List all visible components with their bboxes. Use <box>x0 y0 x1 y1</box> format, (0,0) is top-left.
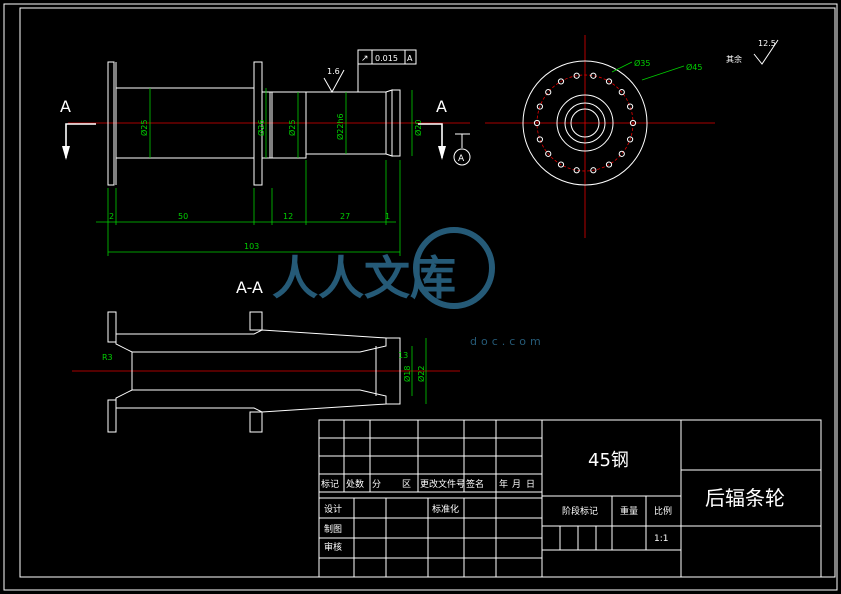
side-view: Ø35 Ø45 其余 12.5 <box>485 35 779 238</box>
watermark-sub: doc.com <box>470 335 545 348</box>
section-view: A-A R3 13 Ø18 Ø22 <box>72 278 460 433</box>
spoke-hole <box>536 103 543 110</box>
dim-len-12: 12 <box>283 212 293 221</box>
rest-roughness-icon <box>753 39 779 65</box>
dim-len-1: 1 <box>385 212 390 221</box>
datum-circle <box>453 148 471 166</box>
dim-d20-front: Ø20 <box>413 120 423 136</box>
watermark: 人人文库 doc.com <box>272 227 545 348</box>
section-title: A-A <box>236 278 263 297</box>
spoke-hole <box>533 119 541 127</box>
spoke-hole <box>590 72 597 79</box>
revision-header-row: 标记处数分 区更改文件号签名 年月日 <box>321 478 535 490</box>
stage-mark-label: 阶段标记 <box>562 505 598 517</box>
dim-d26-front: Ø26 <box>256 120 266 136</box>
dim-len-2: 2 <box>109 212 114 221</box>
dim-d18: Ø18 <box>402 366 412 382</box>
roughness-symbol-icon <box>323 69 345 94</box>
spoke-hole <box>573 167 580 174</box>
drafting-label: 制图 <box>324 523 342 535</box>
dim-d35-front: Ø25 <box>139 120 149 136</box>
front-view: Ø25 Ø26 Ø25 Ø22h6 Ø20 2 50 12 27 1 103 1… <box>60 49 471 256</box>
review-label: 审核 <box>324 541 342 553</box>
spoke-holes <box>533 72 637 174</box>
watermark-text: 人人文库 <box>272 251 456 305</box>
header-cell: 月 <box>512 479 521 490</box>
spoke-hole <box>545 89 552 96</box>
runout-icon: ↗ <box>361 54 369 64</box>
standardize-label: 标准化 <box>432 503 459 515</box>
section-label-right: A <box>436 97 447 116</box>
spoke-hole <box>536 136 543 143</box>
spoke-hole <box>573 72 580 79</box>
scale-label: 比例 <box>654 505 672 517</box>
spoke-hole <box>557 78 565 85</box>
dim-d22: Ø22 <box>416 366 426 382</box>
spoke-hole <box>618 89 625 96</box>
spoke-hole <box>590 167 597 174</box>
dim-d25-front: Ø25 <box>287 120 297 136</box>
header-cell: 标记 <box>321 478 339 490</box>
header-cell: 日 <box>526 479 535 490</box>
title-block: 标记处数分 区更改文件号签名 年月日 设计 标准化 制图 审核 45钢 后辐条轮 阶… <box>318 419 822 578</box>
tolerance-value: 0.015 <box>375 54 398 63</box>
tolerance-datum: A <box>407 54 413 63</box>
spoke-hole <box>629 119 637 127</box>
spoke-hole <box>545 150 552 157</box>
material: 45钢 <box>588 450 629 471</box>
spoke-hole <box>627 103 634 110</box>
part-name: 后辐条轮 <box>705 486 785 510</box>
rest-roughness-label: 其余 <box>726 54 742 64</box>
dim-len-50: 50 <box>178 212 188 221</box>
tolerance-frame <box>357 49 417 65</box>
spoke-hole <box>605 161 613 168</box>
scale-value: 1:1 <box>654 534 668 544</box>
header-cell: 签名 <box>466 478 484 490</box>
header-cell: 分 <box>372 479 381 490</box>
dim-len-103: 103 <box>244 242 259 251</box>
flange-outer-circle <box>522 60 648 186</box>
spoke-hole <box>605 78 613 85</box>
design-label: 设计 <box>324 503 342 515</box>
roughness-value: 1.6 <box>327 67 340 76</box>
header-cell: 区 <box>402 479 411 490</box>
outer-border <box>3 3 838 591</box>
weight-label: 重量 <box>620 505 638 517</box>
datum-label: A <box>458 154 465 164</box>
dim-r3: R3 <box>102 353 113 362</box>
spoke-hole <box>627 136 634 143</box>
header-cell: 更改文件号 <box>420 478 465 490</box>
section-label-left: A <box>60 97 71 116</box>
dim-13: 13 <box>398 351 408 360</box>
spoke-hole <box>618 150 625 157</box>
header-cell: 年 <box>499 478 508 490</box>
dim-len-27: 27 <box>340 212 350 221</box>
dim-d22h6-front: Ø22h6 <box>335 113 345 140</box>
rest-roughness-value: 12.5 <box>758 39 776 48</box>
header-cell: 处数 <box>346 478 364 490</box>
dim-pcd: Ø35 <box>634 58 650 68</box>
spoke-hole <box>557 161 565 168</box>
dim-outer: Ø45 <box>686 62 702 72</box>
